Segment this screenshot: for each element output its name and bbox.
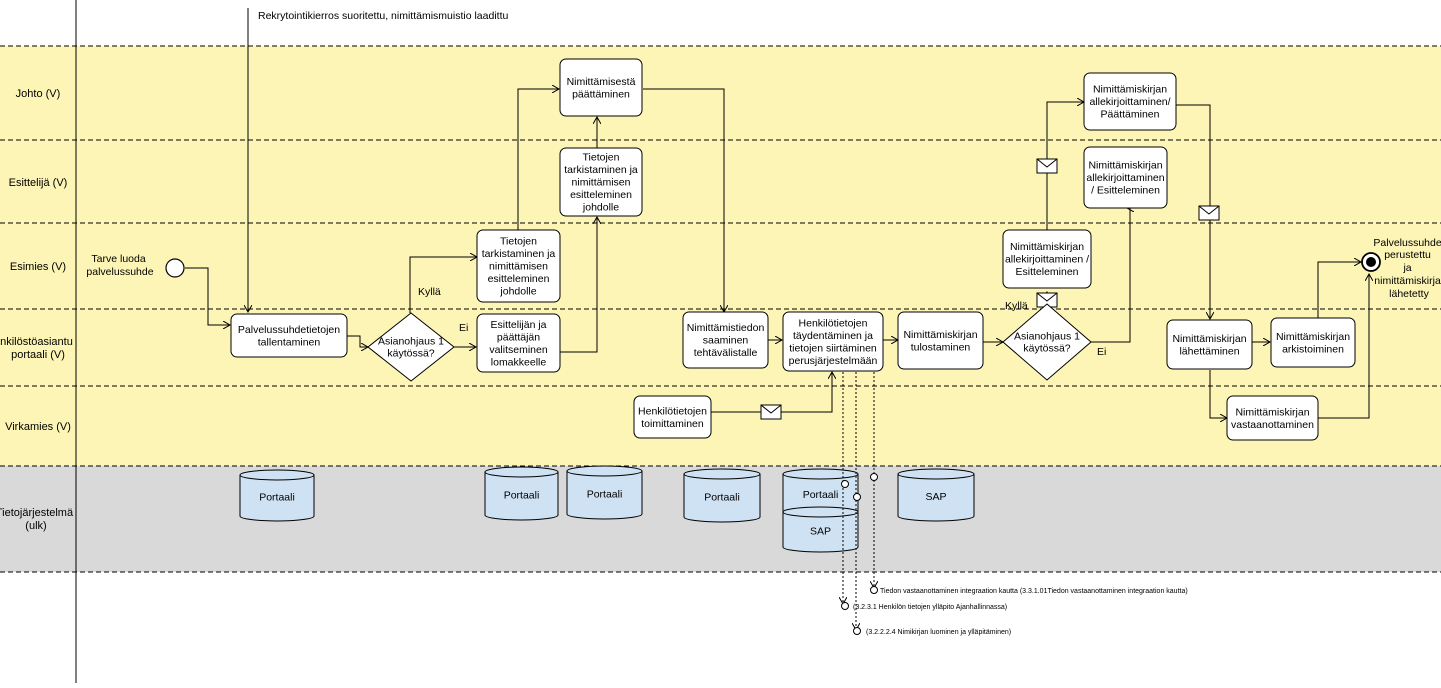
flow-t2-t5: [517, 89, 559, 230]
flow-t12-t13: [1176, 104, 1210, 319]
envelope-icon: [760, 404, 782, 420]
flow-t14-end: [1317, 262, 1361, 318]
start-event[interactable]: [165, 258, 185, 278]
stores-layer: Portaali Portaali Portaali Portaali Portaali…: [239, 465, 975, 553]
datastore-d4-label: Portaali: [704, 492, 740, 504]
flow-t7-t8: [711, 372, 832, 413]
envelope-icon: [1036, 158, 1058, 174]
datastore-d5-label: Portaali: [803, 489, 839, 501]
sequence-flows: [185, 89, 1369, 418]
reference-3-label: (3.2.2.2.4 Nimikirjan luominen ja ylläpi…: [866, 629, 1011, 636]
lane-label-tietojarjestelma: Tietojärjestelmä (ulk): [0, 507, 76, 532]
lane-label-esimies: Esimies (V): [10, 261, 66, 273]
lane-label-virkamies: Virkamies (V): [5, 421, 71, 433]
datastore-d2[interactable]: Portaali: [484, 466, 559, 521]
reference-3[interactable]: (3.2.2.2.4 Nimikirjan luominen ja ylläpi…: [853, 627, 1012, 637]
gateway-1-no-label: Ei: [459, 322, 468, 334]
reference-2-label: (3.2.3.1 Henkilön tietojen ylläpito Ajan…: [853, 604, 1007, 611]
flow-t13-t15: [1209, 370, 1227, 418]
lane-label-johto: Johto (V): [16, 88, 61, 100]
trigger-annotation: Rekrytointikierros suoritettu, nimittämi…: [258, 10, 508, 22]
end-event-label: Palvelussuhde perustettu ja nimittämiski…: [1373, 237, 1441, 300]
gateway-1-yes-label: Kyllä: [418, 286, 441, 298]
datastore-d7-label: SAP: [925, 491, 946, 503]
reference-2[interactable]: (3.2.3.1 Henkilön tietojen ylläpito Ajan…: [841, 602, 1008, 612]
reference-1-label: Tiedon vastaanottaminen integraation kau…: [880, 588, 1188, 595]
gateway-2-no-label: Ei: [1097, 346, 1106, 358]
end-event[interactable]: [1361, 252, 1381, 272]
reference-links: [842, 372, 878, 630]
flow-t15-end: [1318, 274, 1369, 419]
datastore-d6[interactable]: SAP: [782, 506, 859, 553]
lane-label-esittelija: Esittelijä (V): [9, 177, 68, 189]
start-event-label: Tarve luoda palvelussuhde: [86, 253, 153, 278]
datastore-d3[interactable]: Portaali: [566, 465, 643, 520]
datastore-d1-label: Portaali: [259, 492, 295, 504]
envelope-icon: [1036, 292, 1058, 308]
datastore-d3-label: Portaali: [587, 489, 623, 501]
flow-t5-t6: [643, 88, 724, 312]
datastore-d1[interactable]: Portaali: [239, 469, 315, 522]
datastore-d2-label: Portaali: [504, 490, 540, 502]
flow-g1-yes: [409, 257, 477, 313]
lane-bg-yellow: [0, 46, 1441, 466]
flow-t3-t4: [560, 217, 597, 353]
gateway-2-yes-label: Kyllä: [1005, 300, 1028, 312]
flow-t10-t12: [1046, 102, 1084, 230]
lane-label-henkilosto: nkilöstöasiantu portaali (V): [0, 336, 76, 361]
datastore-d7[interactable]: SAP: [897, 468, 975, 522]
reference-1[interactable]: Tiedon vastaanottaminen integraation kau…: [870, 586, 1188, 596]
datastore-d4[interactable]: Portaali: [683, 468, 761, 523]
datastore-d6-label: SAP: [810, 526, 831, 538]
flow-t1-g1: [347, 335, 368, 347]
envelope-icon: [1198, 205, 1220, 221]
flow-start-t1: [185, 267, 230, 325]
